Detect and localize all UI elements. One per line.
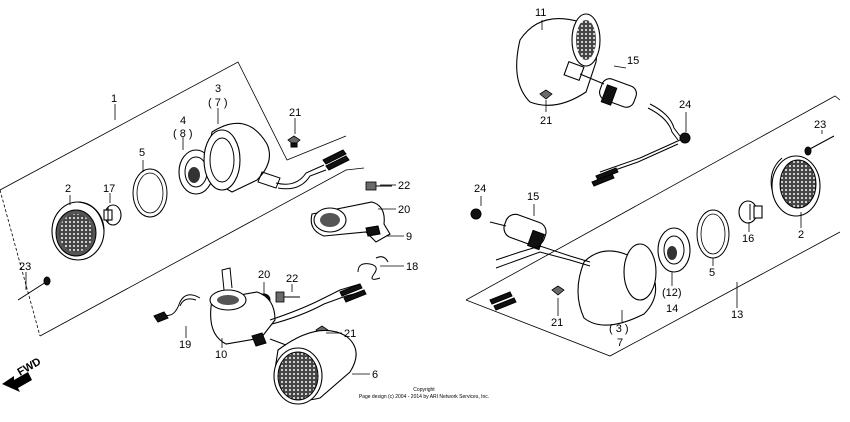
label-5-left: 5 xyxy=(139,147,145,159)
label-17: 17 xyxy=(103,183,115,195)
label-24-lower: 24 xyxy=(474,183,486,195)
right-lens xyxy=(770,155,821,217)
label-21-d: 21 xyxy=(551,317,563,329)
label-16: 16 xyxy=(742,233,754,245)
top-socket-15 xyxy=(579,73,681,141)
bracket-10 xyxy=(209,267,276,347)
part-labels: 1 2 3 ( 7 ) 4 ( 8 ) 5 17 21 23 22 20 9 1… xyxy=(19,7,826,381)
right-bulb xyxy=(738,200,763,224)
label-22-lower: 22 xyxy=(286,273,298,285)
label-1: 1 xyxy=(111,93,117,105)
label-22-top: 22 xyxy=(398,180,410,192)
label-20-lower: 20 xyxy=(258,269,270,281)
copyright: Copyright Page design (c) 2004 - 2014 by… xyxy=(359,387,489,400)
lower-socket-12 xyxy=(657,227,691,273)
left-gasket xyxy=(132,168,168,218)
label-21-a: 21 xyxy=(289,107,301,119)
label-2-left: 2 xyxy=(65,183,71,195)
screw-22-lower xyxy=(275,291,300,303)
label-9: 9 xyxy=(406,231,412,243)
label-3-right: ( 3 ) xyxy=(609,323,629,335)
housing-6 xyxy=(269,329,357,405)
left-housing xyxy=(203,122,350,193)
left-screw-21 xyxy=(287,135,301,148)
top-screw-21 xyxy=(539,89,553,100)
right-gasket xyxy=(696,209,730,259)
label-13: 13 xyxy=(731,309,743,321)
lower-socket-15 xyxy=(489,213,547,251)
copyright-line1: Copyright xyxy=(413,387,435,393)
left-bulb xyxy=(103,204,122,226)
label-11: 11 xyxy=(535,7,546,19)
bracket-10-wires xyxy=(269,283,367,325)
left-assembly-frame xyxy=(0,61,365,337)
wire-harness-19 xyxy=(153,294,201,323)
label-5-right: 5 xyxy=(709,267,715,279)
screw-22-top xyxy=(365,181,392,191)
label-19: 19 xyxy=(179,339,191,351)
screw-23-right xyxy=(804,135,835,156)
label-18: 18 xyxy=(406,261,418,273)
label-7-right: 7 xyxy=(617,337,623,349)
label-23-left: 23 xyxy=(19,261,31,273)
label-21-b: 21 xyxy=(344,328,356,340)
screw-23-left xyxy=(17,276,51,301)
wire-clip-18 xyxy=(357,256,389,280)
fwd-arrow: FWD xyxy=(2,356,43,392)
copyright-line2: Page design (c) 2004 - 2014 by ARI Netwo… xyxy=(359,394,489,400)
top-wires xyxy=(591,139,681,187)
label-20-top: 20 xyxy=(398,204,410,216)
label-10: 10 xyxy=(215,349,227,361)
left-lens xyxy=(51,201,105,261)
leader-lines xyxy=(25,20,823,375)
label-14: 14 xyxy=(666,303,678,315)
label-15-top: 15 xyxy=(627,55,639,67)
lower-screw-21 xyxy=(551,285,565,296)
label-7-left: ( 7 ) xyxy=(208,97,228,109)
label-6: 6 xyxy=(372,369,378,381)
lower-nut-24 xyxy=(470,208,482,220)
label-3-left: 3 xyxy=(215,83,221,95)
label-8: ( 8 ) xyxy=(173,128,193,140)
label-12: (12) xyxy=(662,287,682,299)
top-nut-24 xyxy=(679,132,691,144)
right-assembly-frame xyxy=(465,95,841,357)
label-23-right: 23 xyxy=(814,119,826,131)
label-15-lower: 15 xyxy=(527,191,539,203)
top-housing-11 xyxy=(516,13,601,106)
lower-housing-3 xyxy=(489,243,657,326)
label-24-top: 24 xyxy=(679,99,691,111)
label-2-right: 2 xyxy=(798,229,804,241)
label-4: 4 xyxy=(180,115,186,127)
bracket-9 xyxy=(310,201,391,243)
label-21-c: 21 xyxy=(540,115,552,127)
